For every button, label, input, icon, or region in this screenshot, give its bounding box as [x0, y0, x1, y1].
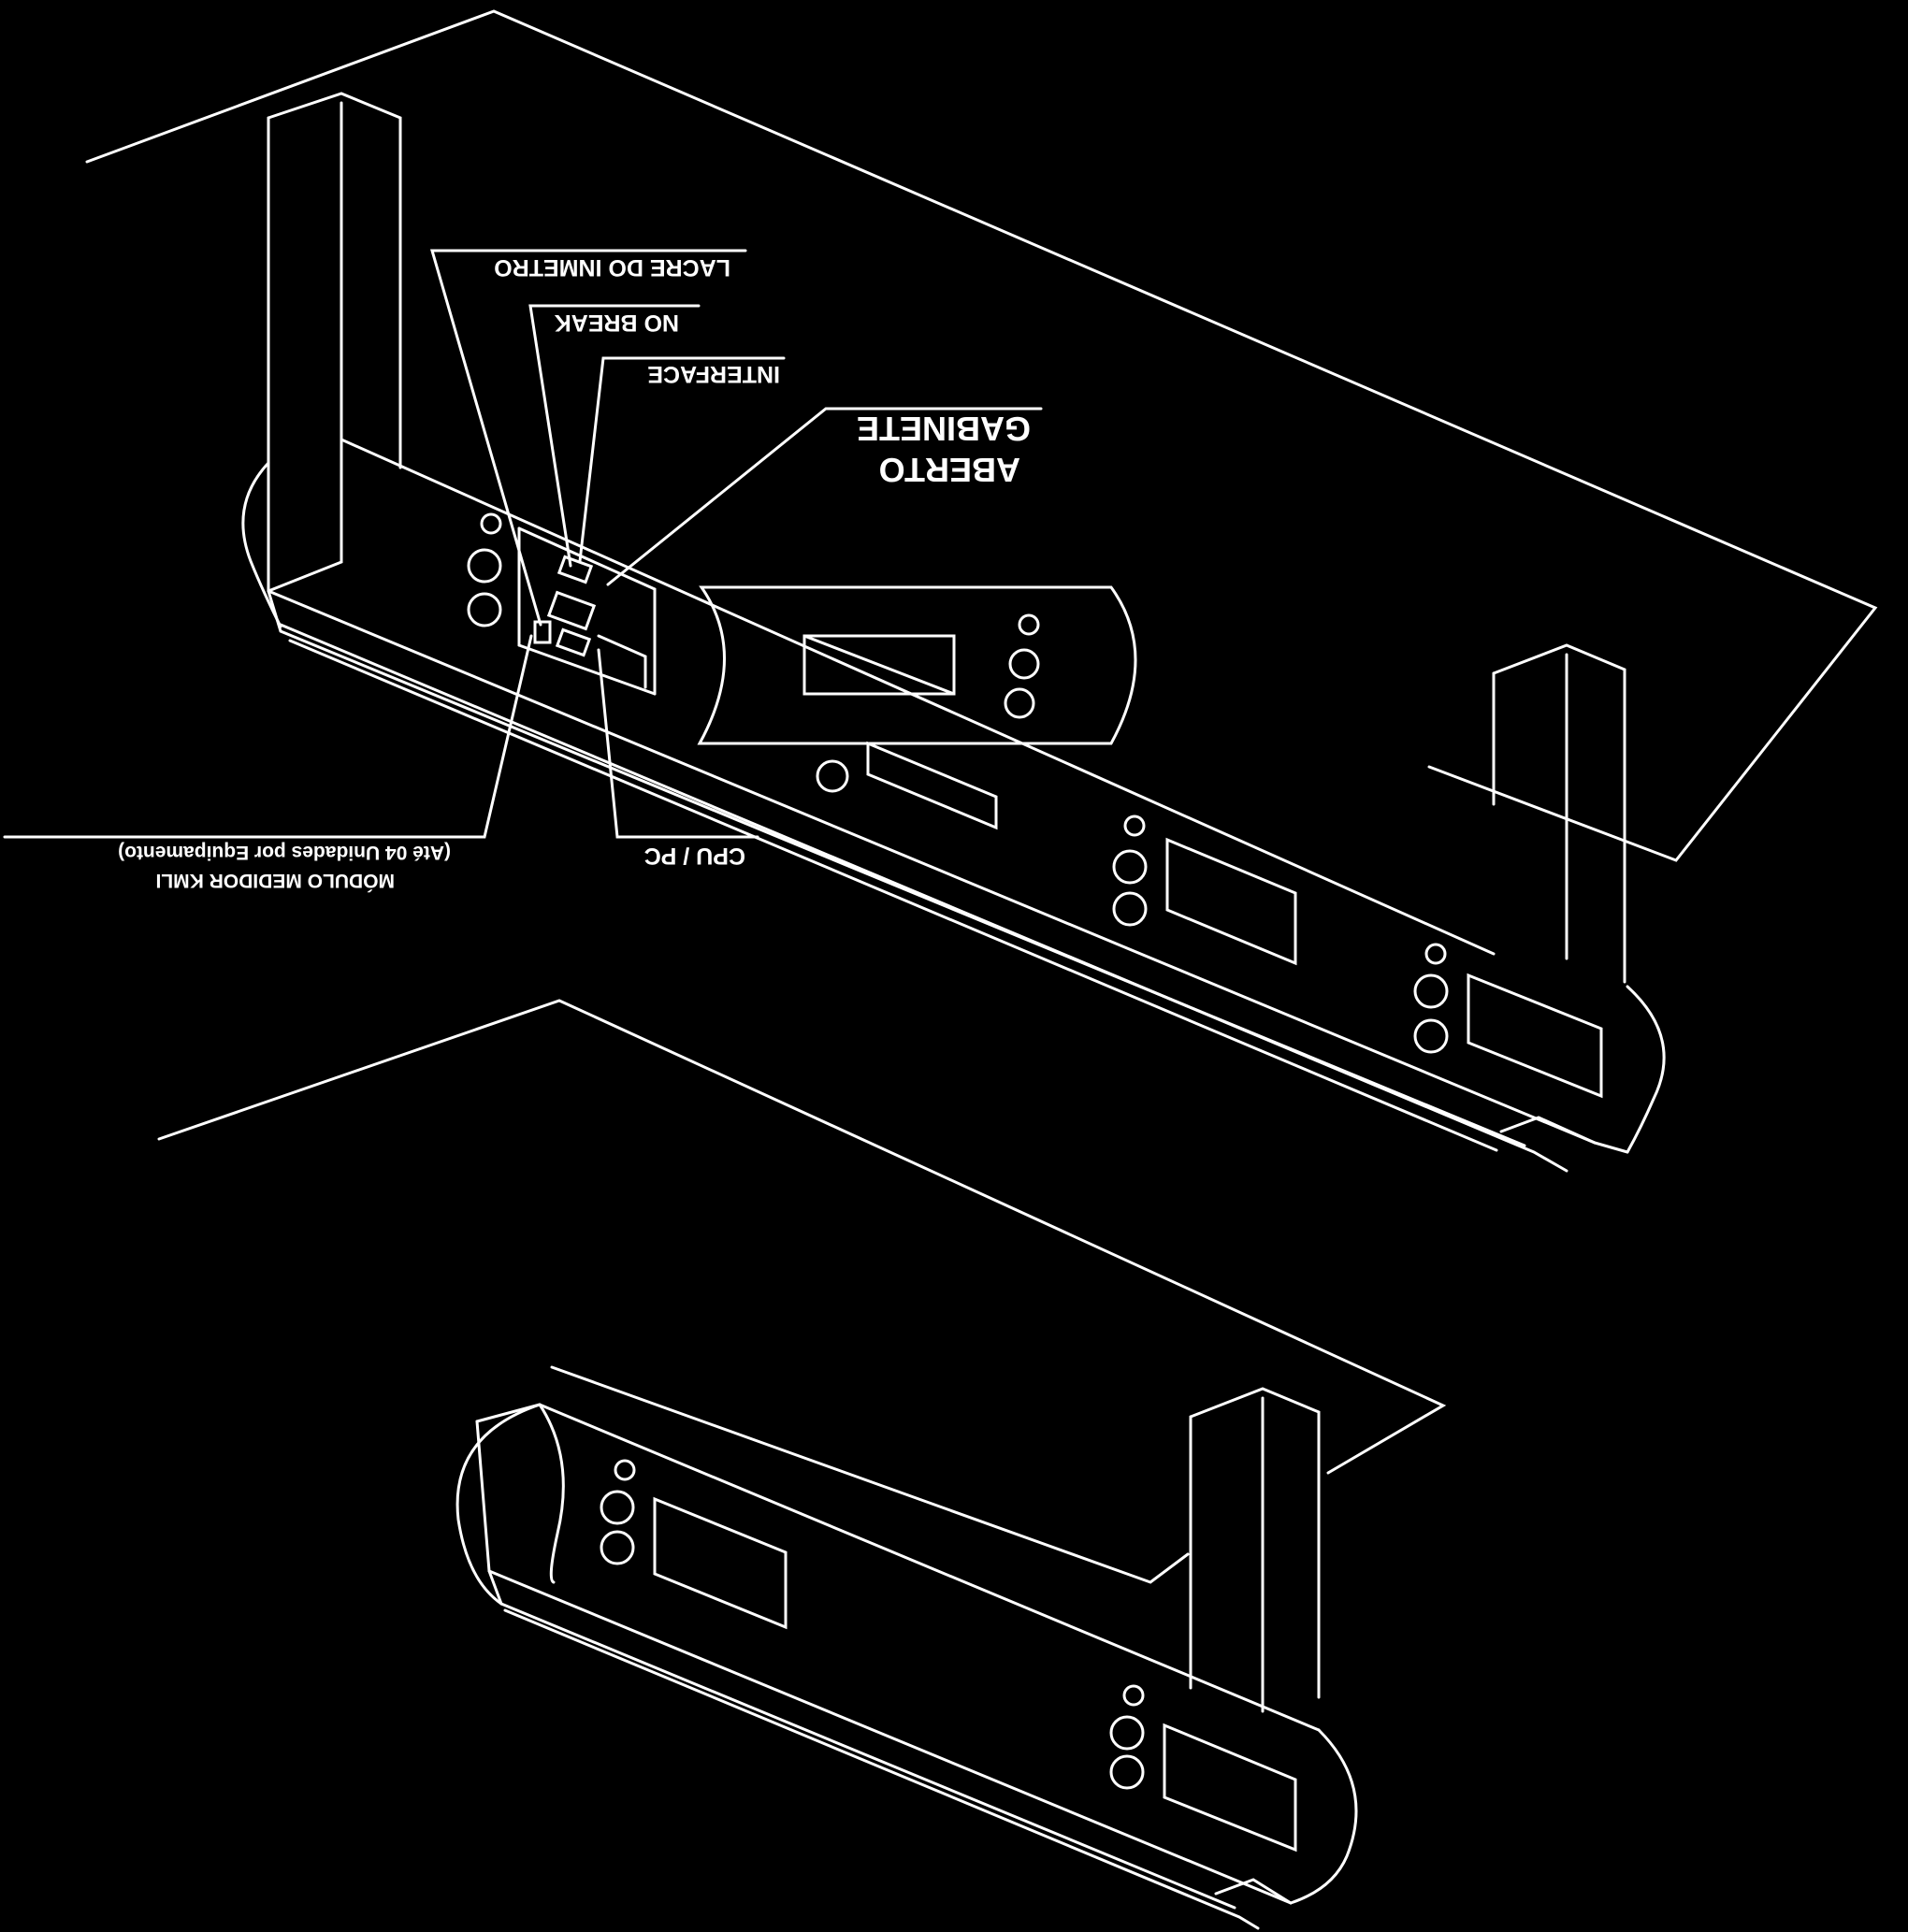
label-interface: INTERFACE — [647, 361, 780, 387]
callout-lacre: LACRE DO INMETRO — [430, 249, 747, 627]
lower-ceiling-plane — [157, 999, 1447, 1584]
upper-cabinet-body — [241, 438, 1666, 1173]
upper-meter-units — [467, 512, 1603, 1099]
lower-meter-units — [600, 1459, 1297, 1853]
label-cpu-pc: CPU / PC — [644, 843, 745, 869]
upper-front-panel — [697, 585, 1137, 745]
label-modulo-medidor: MÓDULO MEDIDOR KMLI — [156, 870, 395, 892]
callout-interface: INTERFACE — [578, 356, 786, 563]
callout-no-break: NO BREAK — [528, 304, 701, 568]
lower-right-post — [1189, 1387, 1321, 1713]
upper-right-post — [1492, 643, 1626, 984]
label-aberto-text: ABERTO — [879, 451, 1020, 489]
lower-cabinet-body — [455, 1403, 1358, 1930]
upper-cabinet-internals — [517, 526, 657, 696]
label-gabinete: GABINETE — [857, 410, 1031, 448]
callout-gabinete: GABINETE ABERTO — [606, 407, 1043, 586]
callout-cpu: CPU / PC — [597, 648, 759, 869]
label-lacre-do-inmetro: LACRE DO INMETRO — [494, 254, 730, 281]
label-modulo-unidades: (Até 04 Unidades por Equipamento) — [118, 842, 451, 863]
callout-modulo: (Até 04 Unidades por Equipamento) MÓDULO… — [3, 634, 533, 892]
upper-left-post — [267, 92, 402, 593]
label-no-break: NO BREAK — [555, 310, 679, 336]
upper-ceiling-plane — [85, 9, 1878, 862]
